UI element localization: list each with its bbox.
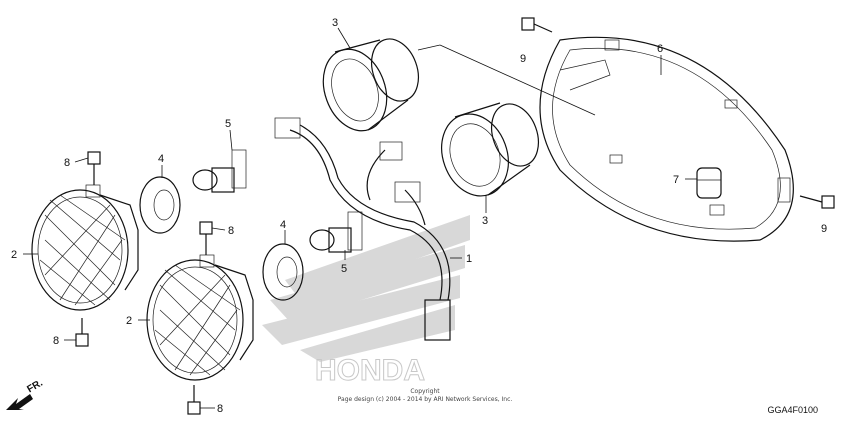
dust-seal-upper (139, 176, 181, 234)
bulb-lower (309, 211, 363, 253)
headlight-case (539, 36, 794, 242)
callout-8-d: 8 (217, 403, 223, 415)
callout-8-a: 8 (64, 157, 70, 169)
headlight-shroud-upper (322, 38, 419, 132)
headlight-unit-left (31, 184, 139, 311)
callout-3-lower: 3 (482, 215, 488, 227)
callout-8-c: 8 (53, 335, 59, 347)
headlight-unit-right (146, 254, 254, 381)
callout-2-left: 2 (11, 249, 17, 261)
callout-9-b: 9 (821, 223, 827, 235)
headlight-shroud-lower (441, 102, 539, 197)
callout-1: 1 (466, 253, 472, 265)
callout-5-lower: 5 (341, 263, 347, 275)
bolt-9-b (799, 195, 835, 209)
shroud-link-line-2 (439, 44, 596, 116)
bulb-upper (192, 149, 247, 193)
shroud-link-line (417, 44, 441, 51)
callout-8-b: 8 (228, 225, 234, 237)
callout-leaders (23, 27, 697, 409)
bolt-8-b (199, 221, 213, 255)
copyright-heading: Copyright (410, 388, 440, 395)
callout-7: 7 (673, 174, 679, 186)
bulb-socket (696, 167, 722, 199)
wire-harness (274, 117, 451, 341)
callout-5-upper: 5 (225, 118, 231, 130)
callout-3-upper: 3 (332, 17, 338, 29)
callout-4-lower: 4 (280, 219, 286, 231)
callout-4-upper: 4 (158, 153, 164, 165)
front-arrow-icon (6, 394, 33, 410)
bolt-8-a (87, 151, 101, 185)
callout-2-right: 2 (126, 315, 132, 327)
copyright-notice: Page design (c) 2004 - 2014 by ARI Netwo… (337, 396, 513, 403)
callout-9-a: 9 (520, 53, 526, 65)
dust-seal-lower (262, 243, 304, 301)
bolt-8-c (75, 318, 89, 347)
callout-6: 6 (657, 43, 663, 55)
honda-wing-watermark (262, 215, 470, 362)
bolt-9-a (521, 17, 553, 33)
diagram-code: GGA4F0100 (767, 405, 818, 415)
honda-watermark-text: HONDA (315, 354, 425, 387)
